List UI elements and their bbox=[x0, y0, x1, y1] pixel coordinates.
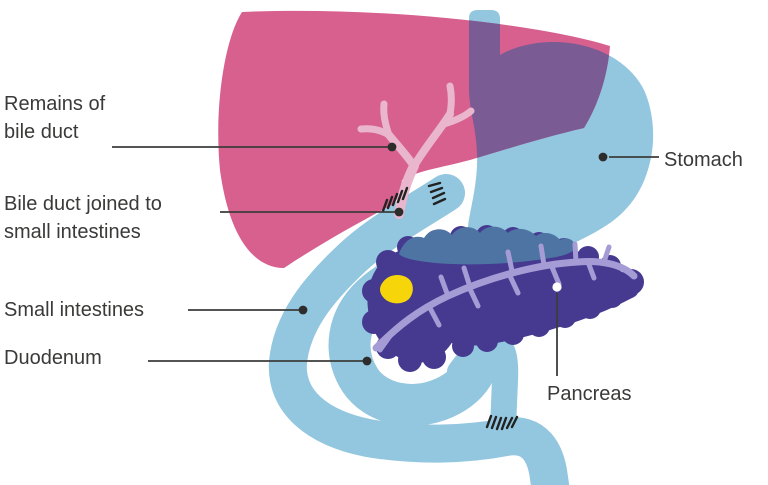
pancreatic-duct-branches bbox=[377, 241, 612, 353]
label-bile-duct-joined-to-small-intestines: Bile duct joined to small intestines bbox=[4, 193, 162, 243]
label-pancreas: Pancreas bbox=[547, 383, 632, 405]
pancreatic-duct bbox=[372, 241, 638, 353]
bile-duct-right-twigs bbox=[440, 82, 475, 128]
dot-duodenum bbox=[362, 356, 372, 366]
label-small-intestines: Small intestines bbox=[4, 299, 145, 321]
suture-marks-blind-end bbox=[427, 181, 447, 206]
label-duodenum: Duodenum bbox=[4, 347, 102, 369]
leader-dots bbox=[298, 142, 608, 366]
dot-pancreas bbox=[552, 282, 562, 292]
dot-bile-duct-joined bbox=[394, 207, 404, 217]
pancreas-behind-stomach-shape bbox=[399, 226, 576, 265]
dot-stomach bbox=[598, 152, 608, 162]
label-remains-of-bile-duct: Remains of bile duct bbox=[4, 93, 106, 143]
suture-marks bbox=[381, 181, 519, 431]
dot-small-intestines bbox=[298, 305, 308, 315]
suture-marks-lower-join bbox=[485, 414, 519, 431]
yellow-nodule-shape bbox=[380, 274, 413, 304]
bile-duct-left-twigs bbox=[357, 100, 393, 139]
dot-remains-of-bile-duct bbox=[387, 142, 397, 152]
leader-lines bbox=[112, 146, 659, 376]
suture-marks-bile-duct-join bbox=[381, 186, 409, 213]
label-stomach: Stomach bbox=[664, 149, 743, 171]
